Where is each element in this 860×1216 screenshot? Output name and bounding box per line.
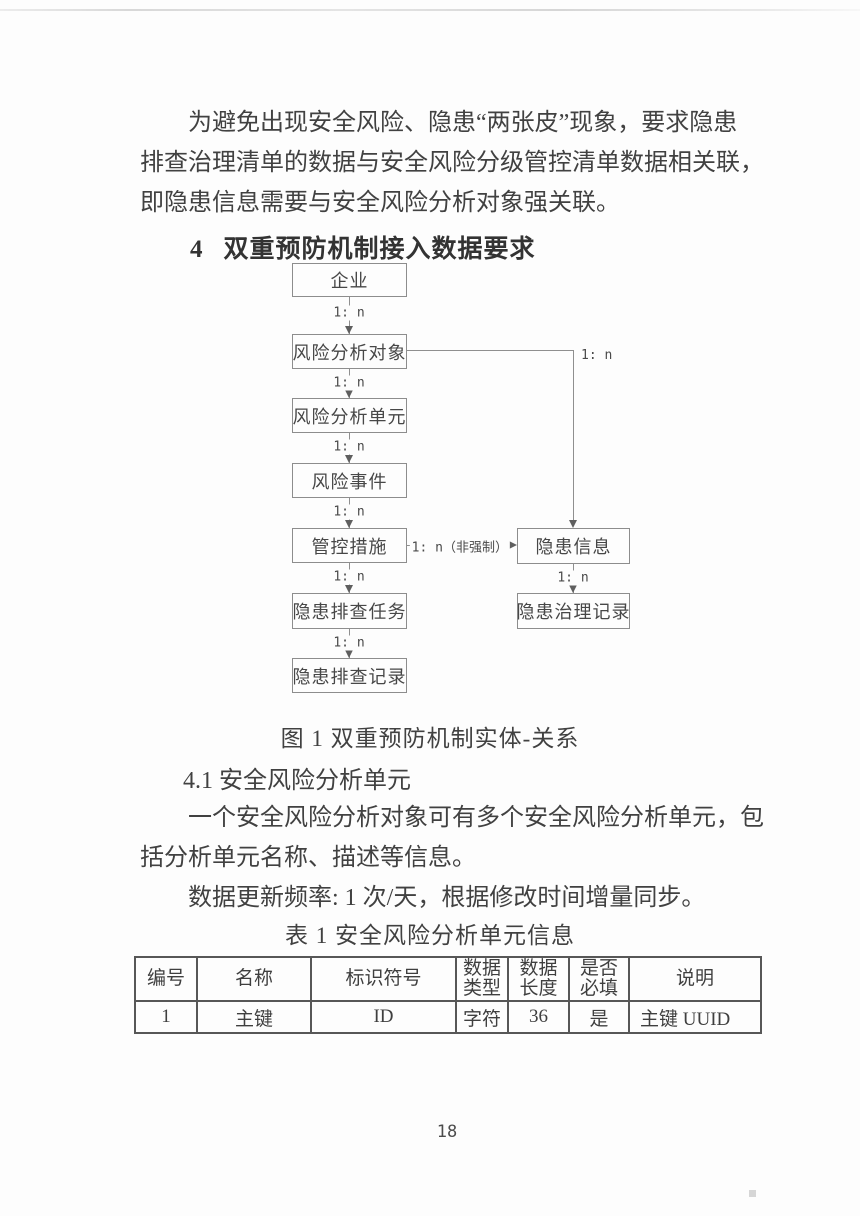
scan-artifact-dot [749,1190,756,1197]
arrow-down-icon [345,326,353,334]
table-cell-number: 1 [134,1000,198,1034]
edge-label: 1: n [330,569,368,585]
table-header-cell: 说明 [628,956,762,1002]
header-label: 名称 [234,968,273,989]
table-cell-identifier: ID [310,1000,457,1034]
paragraph-line: 一个安全风险分析对象可有多个安全风险分析单元，包 [188,805,764,831]
header-label: 编号 [146,968,185,989]
edge-object-to-info-vline [573,351,574,520]
edge-label: 1: n [330,635,368,651]
table-cell-required: 是 [568,1000,630,1034]
header-label: 说明 [675,968,714,989]
arrow-down-icon [345,455,353,463]
table-cell-length: 36 [507,1000,570,1034]
header-label: 数据 [462,958,501,979]
edge-label: 1: n [330,305,368,321]
paragraph-line: 括分析单元名称、描述等信息。 [140,845,476,871]
paragraph-line: 为避免出现安全风险、隐患“两张皮”现象，要求隐患 [188,110,738,136]
table-header-cell: 数据长度 [507,956,570,1002]
figure-caption: 图 1 双重预防机制实体-关系 [280,726,580,751]
header-label: 标识符号 [345,968,422,989]
section-title: 双重预防机制接入数据要求 [223,236,536,263]
edge-label: 1: n [330,439,368,455]
arrow-down-icon [569,520,577,528]
edge-label: 1: n [579,348,615,363]
arrow-right-icon [509,541,517,549]
table-cell-datatype: 字符 [455,1000,509,1034]
edge-label: 1: n [330,504,368,520]
section-number: 4 [190,236,204,263]
edge-object-to-info-hline [407,350,574,351]
edge-label: 1: n [330,375,368,391]
flow-node-enterprise: 企业 [292,263,407,297]
flow-node-risk-analysis-object: 风险分析对象 [292,334,407,369]
table-cell-description: 主键 UUID [628,1000,762,1034]
paragraph-frequency: 数据更新频率: 1 次/天，根据修改时间增量同步。 [188,885,706,911]
table-header-cell: 名称 [196,956,312,1002]
header-label: 是否 [579,958,618,979]
edge-label: 1: n（非强制） [409,536,510,556]
flow-node-hazard-treatment-record: 隐患治理记录 [517,593,630,629]
table-header-row: 编号 名称 标识符号 数据类型 数据长度 是否必填 说明 [134,956,762,1002]
arrow-down-icon [345,390,353,398]
table-header-cell: 是否必填 [568,956,630,1002]
paragraph-line: 即隐患信息需要与安全风险分析对象强关联。 [140,190,620,216]
flow-node-risk-analysis-unit: 风险分析单元 [292,398,407,433]
arrow-down-icon [345,520,353,528]
flow-node-hazard-check-record: 隐患排查记录 [292,658,407,693]
page-number: 18 [436,1122,458,1142]
flow-node-hazard-check-task: 隐患排查任务 [292,593,407,629]
flow-node-risk-event: 风险事件 [292,463,407,498]
table-row: 1 主键 ID 字符 36 是 主键 UUID [134,1000,762,1034]
arrow-down-icon [345,585,353,593]
flow-node-hazard-info: 隐患信息 [517,528,630,564]
scan-artifact-line [0,9,860,11]
table-caption: 表 1 安全风险分析单元信息 [285,923,575,948]
paragraph-line: 排查治理清单的数据与安全风险分级管控清单数据相关联， [140,150,764,176]
section-heading-4-1: 4.1 安全风险分析单元 [183,768,411,794]
table-header-cell: 标识符号 [310,956,457,1002]
arrow-down-icon [569,585,577,593]
paragraph-intro: 为避免出现安全风险、隐患“两张皮”现象，要求隐患 排查治理清单的数据与安全风险分… [140,103,772,223]
paragraph-unit: 一个安全风险分析对象可有多个安全风险分析单元，包 括分析单元名称、描述等信息。 [140,798,772,878]
header-label: 数据 [519,958,558,979]
arrow-down-icon [345,650,353,658]
data-table: 编号 名称 标识符号 数据类型 数据长度 是否必填 说明 1 主键 ID 字符 … [134,956,762,1034]
edge-label: 1: n [554,570,592,586]
section-heading-4: 4 双重预防机制接入数据要求 [190,229,536,265]
edge-measure-to-info: 1: n（非强制） [407,536,517,556]
table-cell-name: 主键 [196,1000,312,1034]
header-label: 长度 [519,978,558,999]
table-header-cell: 数据类型 [455,956,509,1002]
header-label: 必填 [579,978,618,999]
flow-node-control-measure: 管控措施 [292,528,407,563]
header-label: 类型 [462,978,501,999]
table-header-cell: 编号 [134,956,198,1002]
